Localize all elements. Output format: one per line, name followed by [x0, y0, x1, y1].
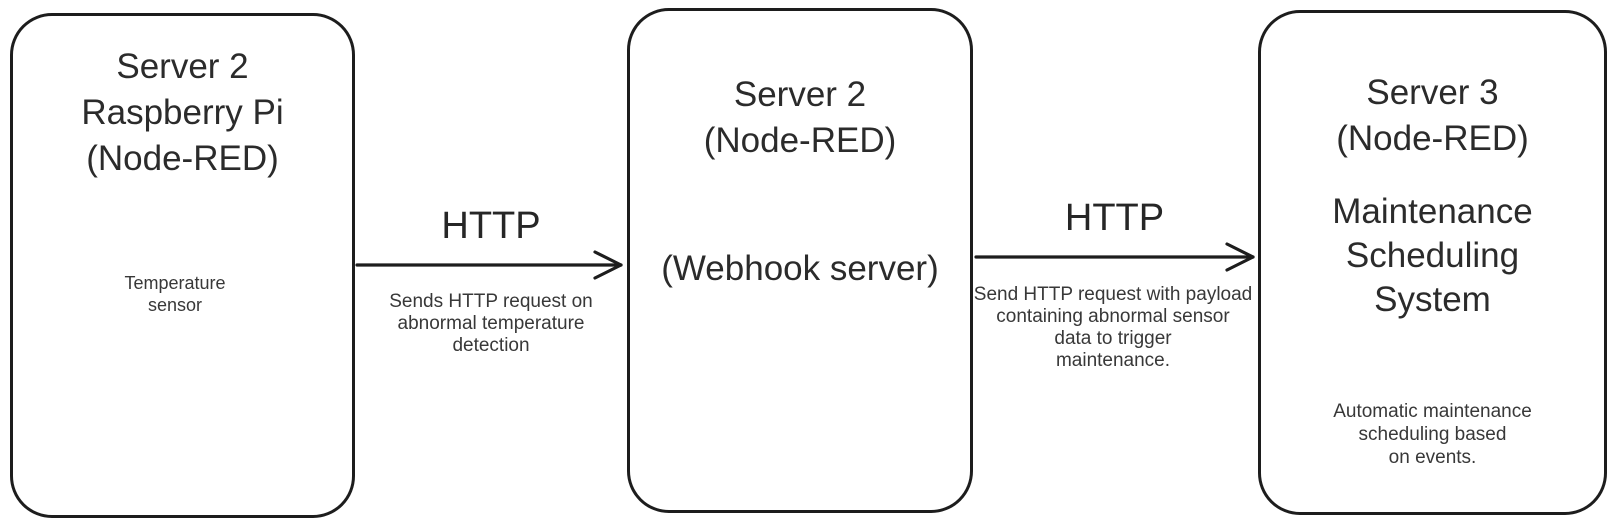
node-title: Server 2 Raspberry Pi (Node-RED)	[81, 47, 284, 178]
arrow-head-icon	[593, 250, 623, 280]
node-body: (Webhook server)	[661, 249, 939, 288]
arrow-head-icon	[1225, 242, 1255, 272]
http-arrow-1	[355, 250, 623, 280]
edge-description-1: Sends HTTP request on abnormal temperatu…	[389, 291, 593, 356]
node-server2-webhook: Server 2 (Node-RED) (Webhook server)	[627, 8, 973, 513]
node-server2-raspberry-pi: Server 2 Raspberry Pi (Node-RED) Tempera…	[10, 13, 355, 518]
edge-description-2: Send HTTP request with payload containin…	[973, 284, 1253, 371]
http-label-1: HTTP	[441, 205, 541, 247]
http-label-2: HTTP	[1064, 197, 1165, 239]
node-title: Server 2 (Node-RED)	[703, 75, 897, 160]
node-title: Server 3 (Node-RED)	[1336, 73, 1529, 158]
node-subtitle: Maintenance Scheduling System	[1332, 192, 1533, 319]
temperature-sensor-label: Temperature sensor	[124, 273, 226, 315]
node-note: Automatic maintenance scheduling based o…	[1333, 401, 1532, 468]
http-arrow-2	[974, 242, 1255, 272]
node-server3-maintenance: Server 3 (Node-RED) Maintenance Scheduli…	[1258, 10, 1607, 515]
